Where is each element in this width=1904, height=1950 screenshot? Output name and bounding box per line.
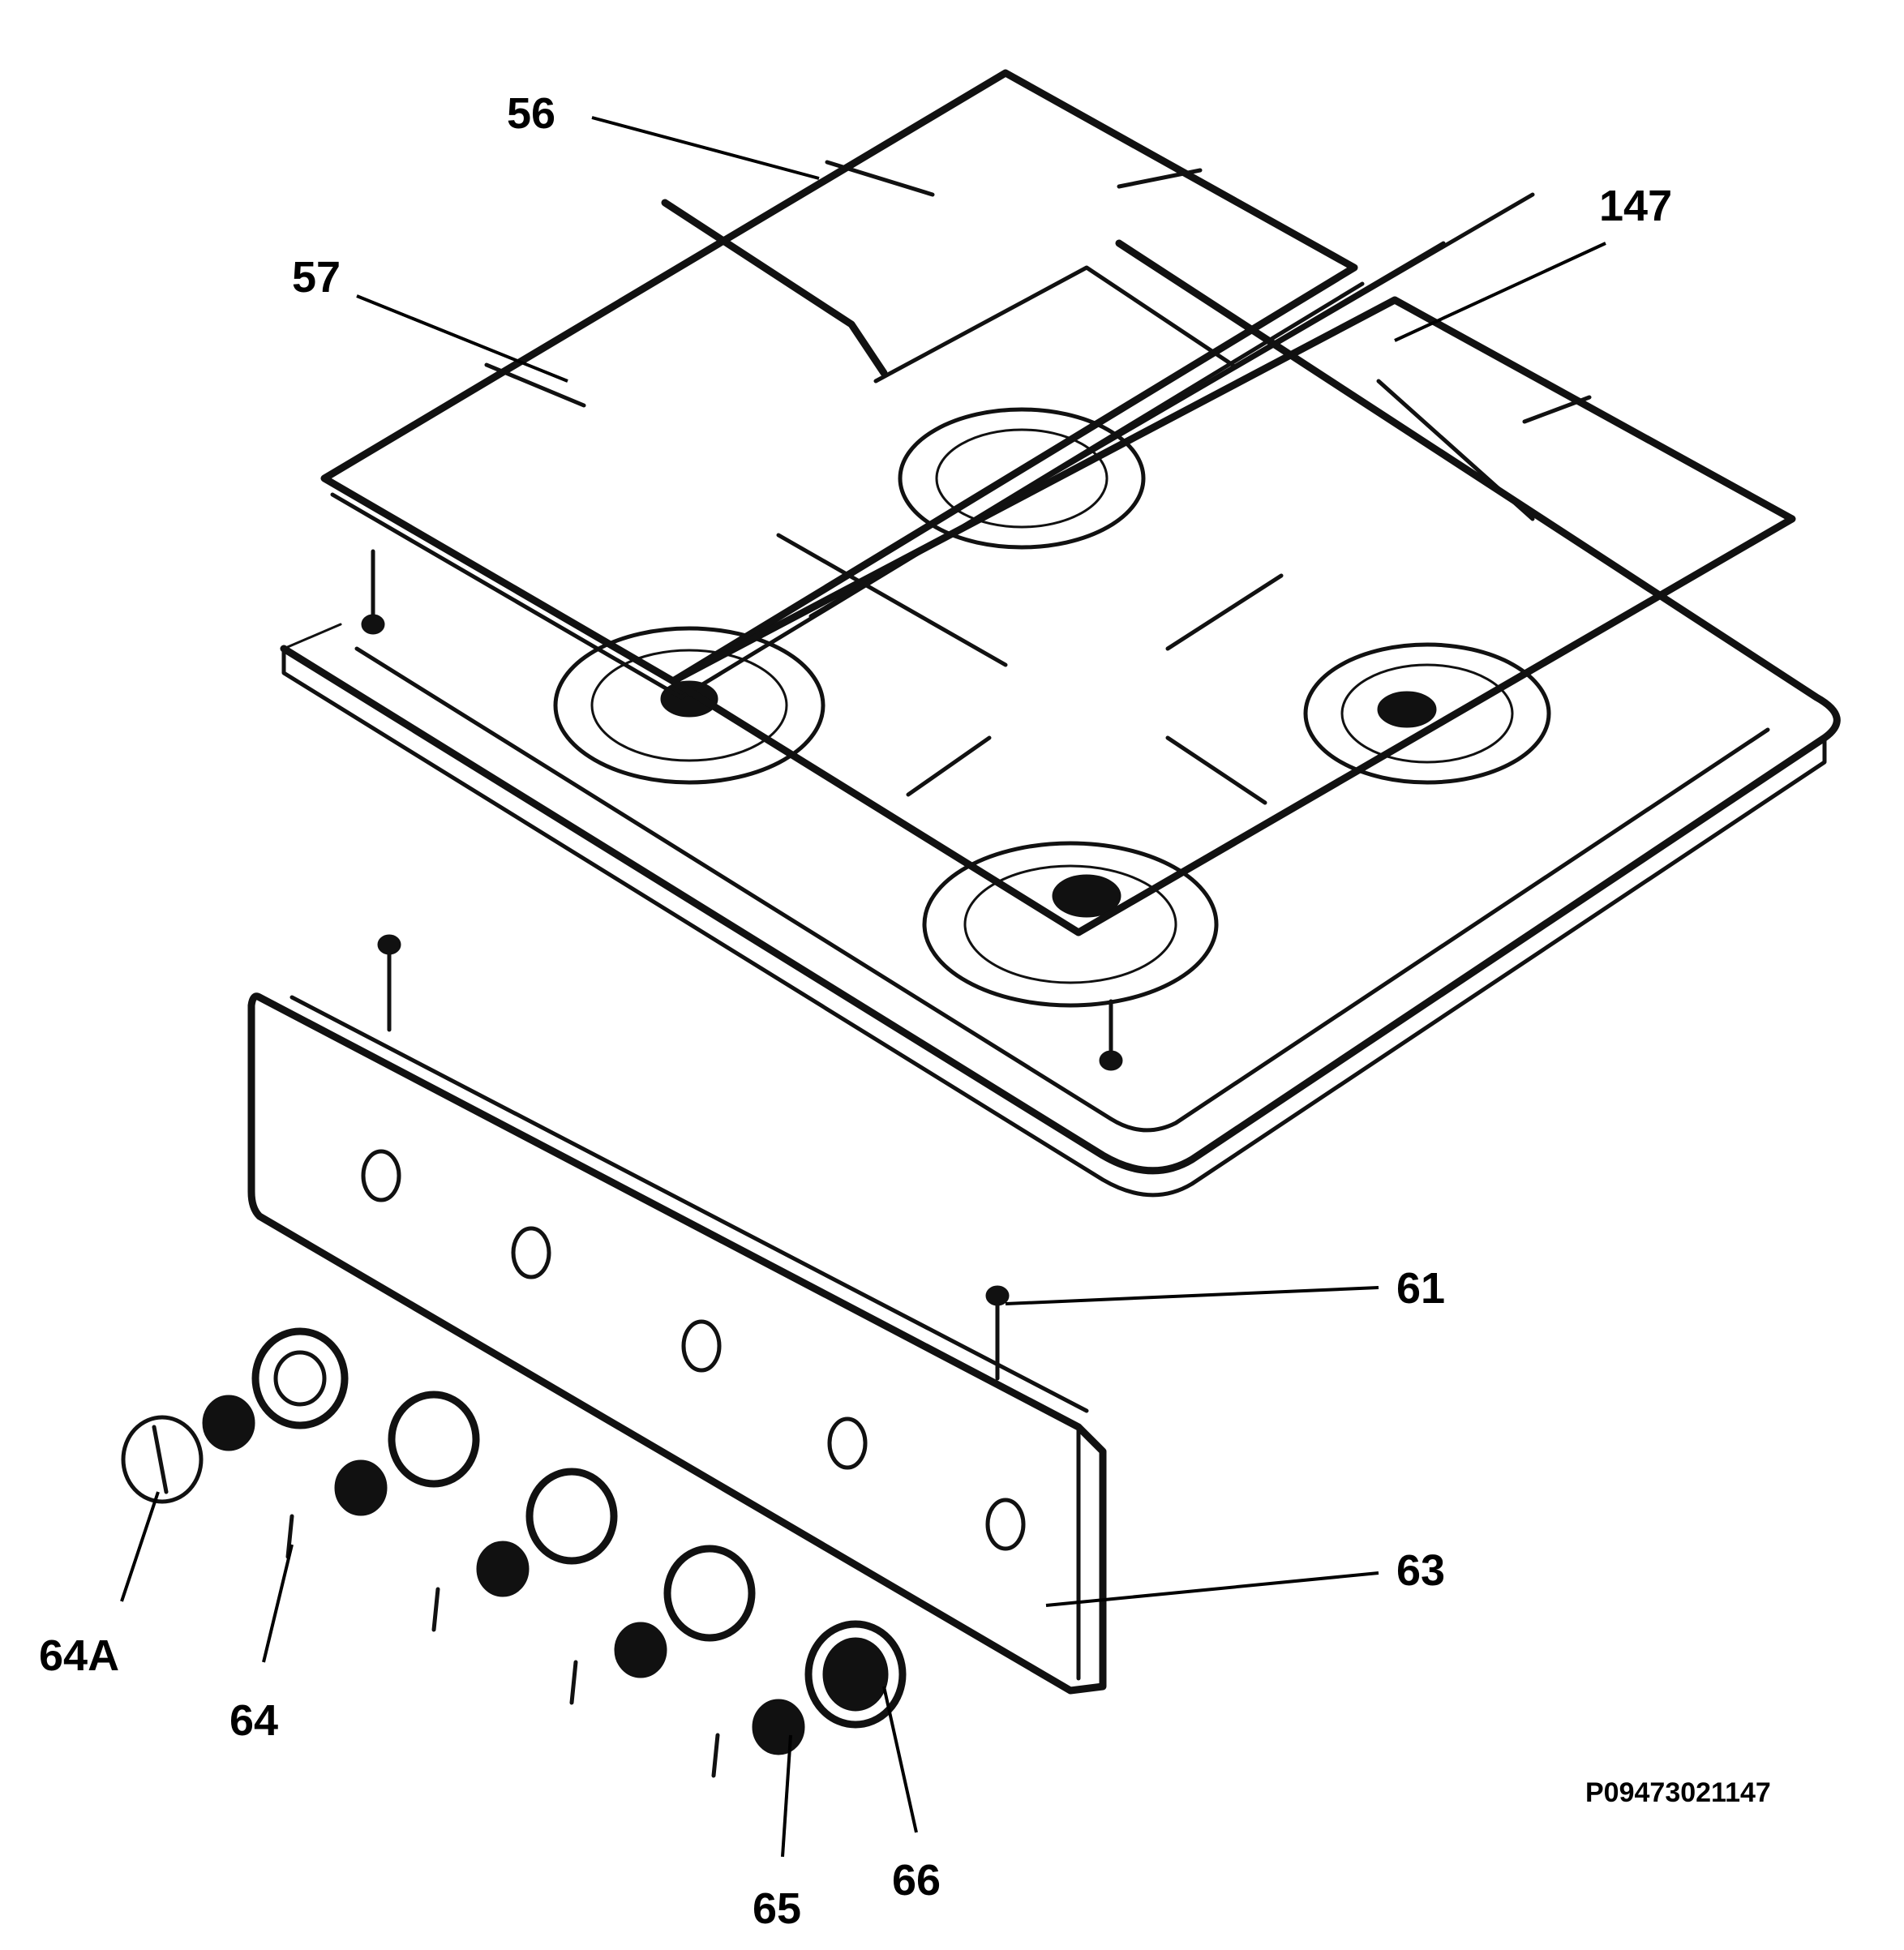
burner-rear [898, 407, 1146, 550]
callout-66: 66 [892, 1856, 941, 1905]
burner-right [1303, 642, 1551, 785]
pan-support-right [669, 192, 1796, 936]
knob-springs [285, 1514, 720, 1778]
callout-labels: 56 57 147 61 63 64A 64 65 66 P0947302114… [39, 89, 1771, 1933]
leader-64A [120, 1491, 160, 1602]
leader-65 [781, 1734, 792, 1858]
hob-top-plate [280, 239, 1841, 1198]
panel-screw-left [377, 934, 401, 1032]
callout-65: 65 [753, 1884, 801, 1933]
knob-4 [614, 1545, 756, 1678]
callout-147: 147 [1599, 182, 1672, 230]
leader-57 [356, 294, 568, 383]
callout-63: 63 [1396, 1546, 1445, 1595]
callout-61: 61 [1396, 1264, 1445, 1313]
control-panel [247, 992, 1107, 1695]
pan-support-center-bars [776, 265, 1535, 667]
leader-66 [882, 1686, 918, 1833]
callout-56: 56 [507, 89, 555, 138]
drawing-code: P09473021147 [1585, 1777, 1771, 1808]
knob-1-bezel [202, 1395, 255, 1451]
knob-1 [251, 1327, 349, 1429]
callout-57: 57 [292, 253, 341, 302]
hob-screw-front [1099, 999, 1123, 1071]
knob-5 [752, 1620, 907, 1755]
leader-lines [120, 116, 1606, 1858]
knob-2 [334, 1391, 480, 1516]
knob-64a [121, 1415, 204, 1504]
leader-61 [1005, 1286, 1379, 1305]
leader-64 [262, 1544, 294, 1663]
control-panel-knob-holes [361, 1149, 1026, 1551]
leader-63 [1045, 1571, 1379, 1607]
knob-3 [476, 1468, 618, 1597]
callout-64A: 64A [39, 1631, 119, 1680]
burner-front [922, 841, 1219, 1008]
callout-64: 64 [229, 1696, 278, 1745]
pan-support-left [320, 69, 1365, 700]
burner-front-left [553, 626, 825, 785]
panel-screw-right [985, 1285, 1010, 1381]
leader-56 [591, 116, 820, 180]
leader-147 [1394, 242, 1606, 342]
hob-screw-left [361, 549, 385, 635]
